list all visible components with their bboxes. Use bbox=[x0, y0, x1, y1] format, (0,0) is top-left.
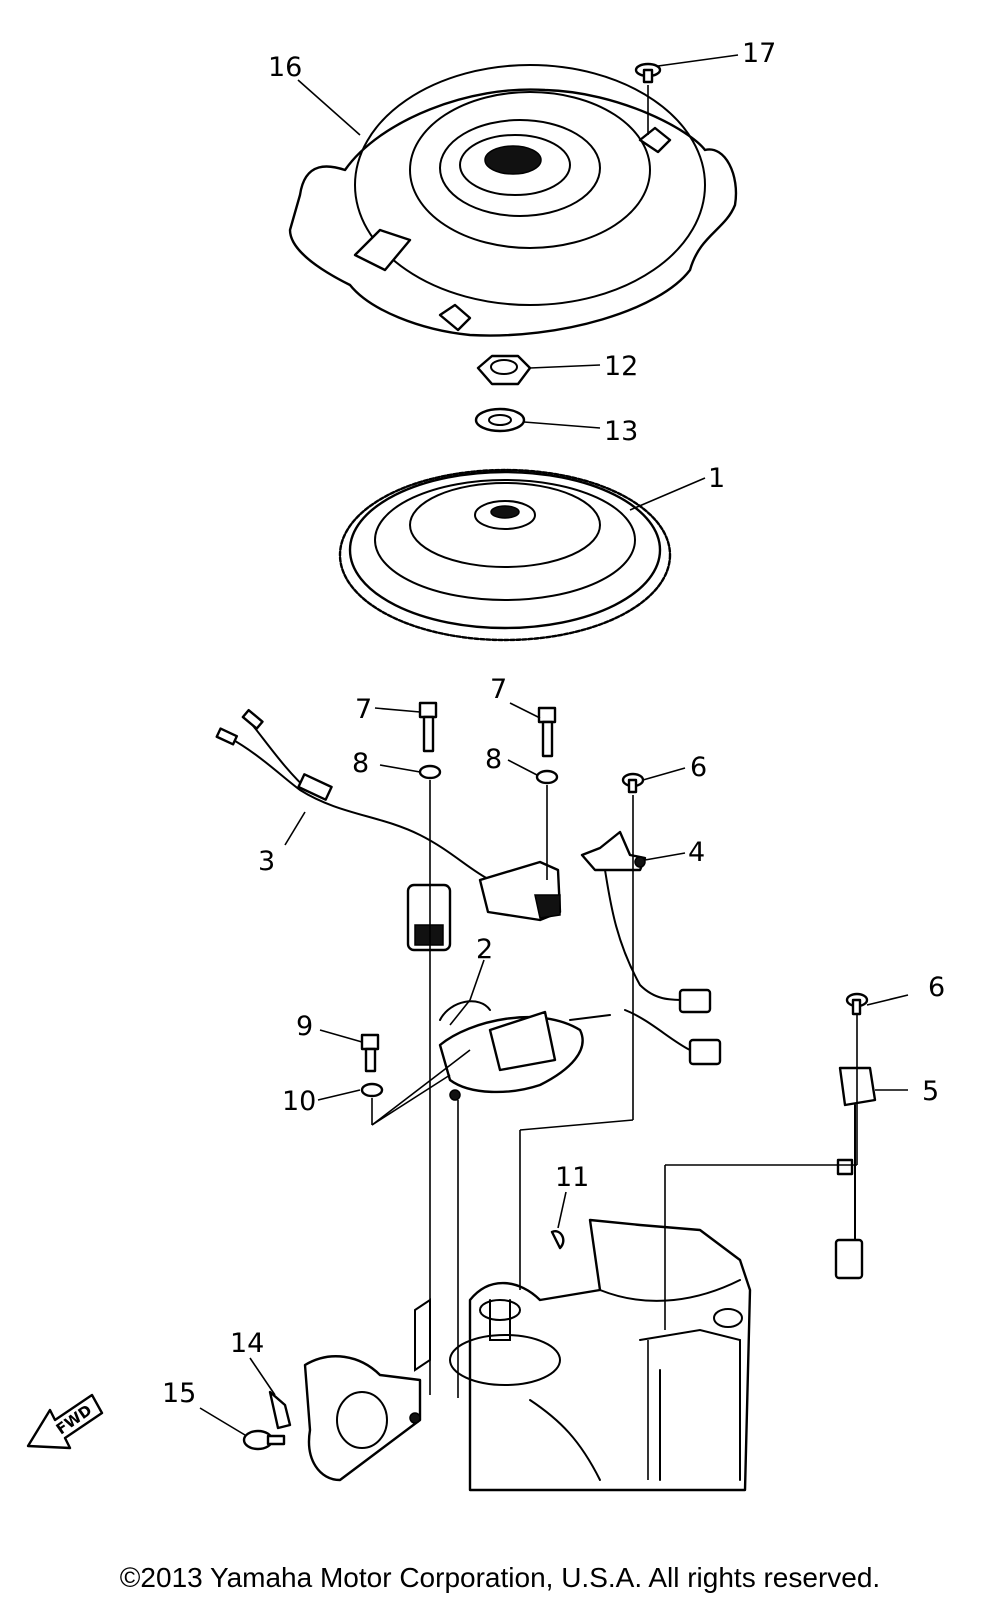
stator-base bbox=[438, 1000, 611, 1101]
washer-10 bbox=[360, 1082, 384, 1098]
powerhead-block bbox=[414, 1218, 752, 1492]
callout-7-right: 7 bbox=[490, 674, 507, 705]
callout-10: 10 bbox=[282, 1086, 316, 1117]
callout-13: 13 bbox=[604, 416, 638, 447]
callout-14: 14 bbox=[230, 1328, 264, 1359]
callout-9: 9 bbox=[296, 1011, 313, 1042]
fwd-arrow-icon: FWD bbox=[26, 1393, 104, 1450]
flywheel-cover bbox=[288, 64, 738, 337]
screw-6-upper bbox=[621, 772, 645, 794]
washer-8-left bbox=[418, 764, 442, 780]
bolt-7-right bbox=[537, 706, 557, 758]
screw-17 bbox=[634, 62, 662, 84]
bolt-9 bbox=[360, 1033, 380, 1073]
leader-lines bbox=[199, 79, 909, 1480]
callout-5: 5 bbox=[922, 1076, 939, 1107]
woodruff-key bbox=[550, 1230, 565, 1250]
callout-12: 12 bbox=[604, 351, 638, 382]
callout-6-right: 6 bbox=[928, 972, 945, 1003]
callout-1: 1 bbox=[708, 463, 725, 494]
callout-2: 2 bbox=[476, 934, 493, 965]
callout-8-right: 8 bbox=[485, 744, 502, 775]
callout-17: 17 bbox=[742, 38, 776, 69]
callout-3: 3 bbox=[258, 846, 275, 877]
washer-8-right bbox=[535, 769, 559, 785]
flywheel bbox=[338, 468, 672, 642]
screw-15 bbox=[242, 1429, 286, 1451]
bolt-7-left bbox=[418, 701, 438, 753]
callout-16: 16 bbox=[268, 52, 302, 83]
bracket-14-area bbox=[268, 1355, 422, 1482]
callout-6-upper: 6 bbox=[690, 752, 707, 783]
charge-coil-harness bbox=[215, 708, 562, 952]
callout-4: 4 bbox=[688, 837, 705, 868]
callout-7-left: 7 bbox=[355, 694, 372, 725]
pulser-coil bbox=[580, 830, 722, 1066]
callout-8-left: 8 bbox=[352, 748, 369, 779]
callouts: 16 17 12 13 1 7 7 8 8 6 4 3 2 6 9 5 10 1… bbox=[162, 38, 945, 1409]
callout-11: 11 bbox=[555, 1162, 589, 1193]
screw-6-right bbox=[845, 992, 869, 1016]
nut-12 bbox=[476, 354, 532, 386]
sensor-5 bbox=[834, 1066, 877, 1280]
washer-13 bbox=[474, 407, 526, 433]
copyright-notice: ©2013 Yamaha Motor Corporation, U.S.A. A… bbox=[119, 1562, 881, 1593]
callout-15: 15 bbox=[162, 1378, 196, 1409]
